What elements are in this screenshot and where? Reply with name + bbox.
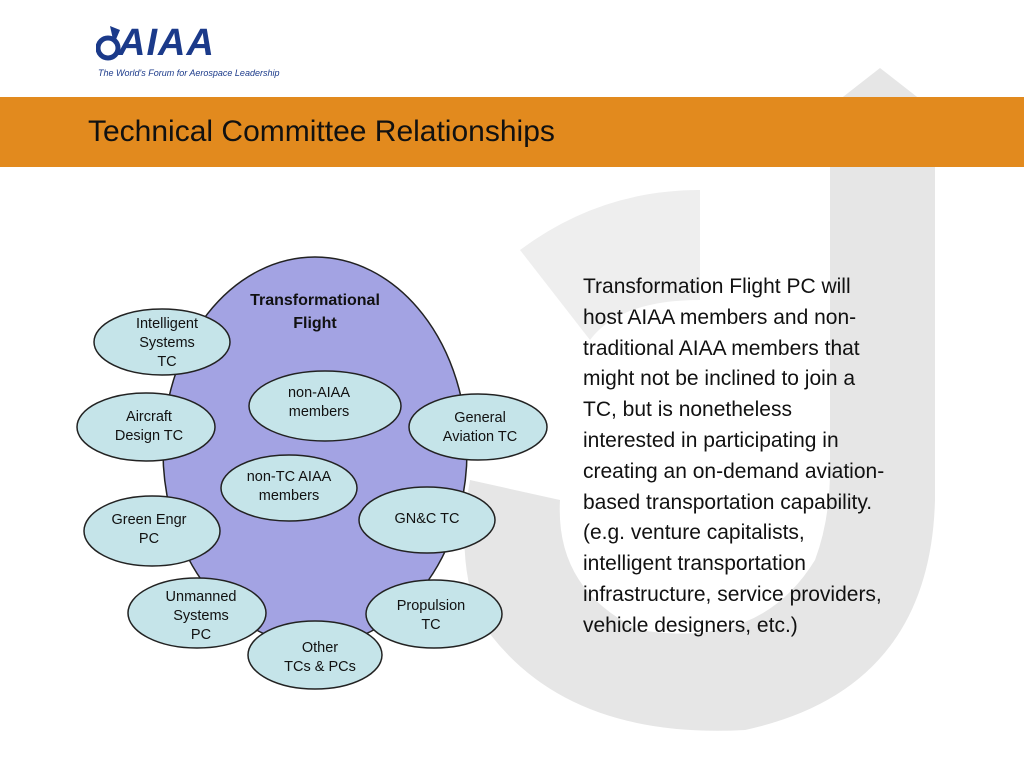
general-aviation-oval — [408, 393, 548, 461]
other-tcs-pcs-label: Other TCs & PCs — [284, 640, 356, 675]
aircraft-design-label: Aircraft Design TC — [114, 409, 184, 444]
intelligent-systems-label: Intelligent Systems TC — [135, 316, 199, 370]
intelligent-systems-oval — [93, 308, 231, 376]
propulsion-oval — [365, 579, 503, 649]
non-tc-aiaa-members-oval — [220, 454, 358, 522]
non-aiaa-members-label: non-AIAA members — [287, 385, 351, 420]
unmanned-systems-oval — [127, 577, 267, 649]
non-aiaa-members-oval — [248, 370, 402, 442]
gnc-label: GN&C TC — [394, 511, 460, 527]
rocket-emblem-icon — [96, 26, 121, 61]
title-bar — [0, 97, 1024, 167]
slide-title: Technical Committee Relationships — [88, 115, 555, 148]
other-tcs-pcs-oval — [247, 620, 383, 690]
aircraft-design-oval — [76, 392, 216, 462]
green-engr-oval — [83, 495, 221, 567]
unmanned-systems-label: Unmanned Systems PC — [165, 589, 237, 643]
gnc-oval — [358, 486, 496, 554]
logo-tagline: The World's Forum for Aerospace Leadersh… — [98, 68, 280, 78]
green-engr-label: Green Engr PC — [111, 512, 187, 547]
propulsion-label: Propulsion TC — [396, 598, 466, 633]
non-tc-aiaa-members-label: non-TC AIAA members — [246, 469, 332, 504]
general-aviation-label: General Aviation TC — [442, 410, 518, 445]
logo-wordmark: AIAA — [118, 22, 215, 64]
aiaa-logo: AIAA The World's Forum for Aerospace Lea… — [96, 22, 279, 80]
description-text: Transformation Flight PC will host AIAA … — [583, 275, 885, 637]
center-label: Transformational Flight — [250, 292, 380, 332]
